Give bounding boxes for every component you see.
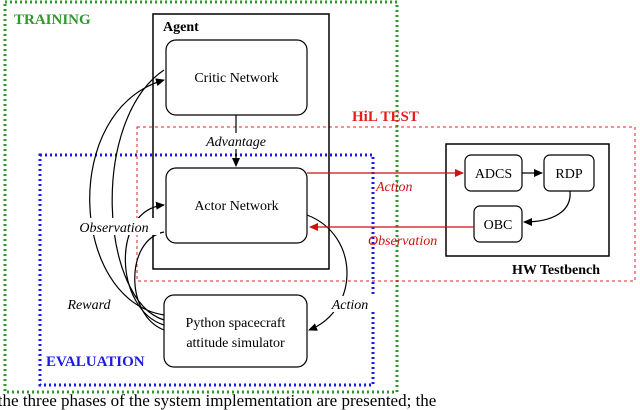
training-region [3, 0, 399, 394]
hw-testbench-title: HW Testbench [512, 263, 600, 278]
observation-curve-mid [134, 231, 165, 331]
simulator-label-line2: attitude simulator [186, 336, 285, 351]
evaluation-label: EVALUATION [46, 354, 145, 370]
action-sim-label: Action [331, 298, 369, 313]
actor-network-box [165, 167, 308, 244]
observation-curve-outer [111, 69, 165, 321]
training-label: TRAINING [14, 12, 91, 28]
actor-network-label: Actor Network [194, 199, 278, 214]
observation-left-label: Observation [79, 221, 148, 236]
action-sim-curve [306, 214, 348, 331]
obc-box [473, 205, 523, 243]
action-hw-label: Action [375, 180, 413, 195]
obc-label: OBC [484, 218, 513, 233]
hil-test-label: HiL TEST [352, 109, 419, 125]
observation-curve-inner [124, 201, 165, 326]
simulator-box [163, 294, 308, 368]
advantage-label: Advantage [205, 135, 266, 150]
evaluation-region [38, 153, 375, 387]
rdp-label: RDP [555, 167, 582, 182]
reward-curve [89, 78, 165, 316]
simulator-label-line1: Python spacecraft [186, 316, 286, 331]
observation-hw-label: Observation [368, 234, 437, 249]
agent-box [152, 13, 330, 270]
reward-label: Reward [66, 298, 111, 313]
agent-title: Agent [163, 20, 199, 35]
rdp-box [543, 154, 595, 192]
critic-network-label: Critic Network [194, 71, 278, 86]
hil-test-region [136, 126, 636, 282]
adcs-label: ADCS [475, 167, 512, 182]
rdp-to-obc-arrow [523, 190, 571, 226]
figure-caption: e the three phases of the system impleme… [0, 392, 437, 410]
